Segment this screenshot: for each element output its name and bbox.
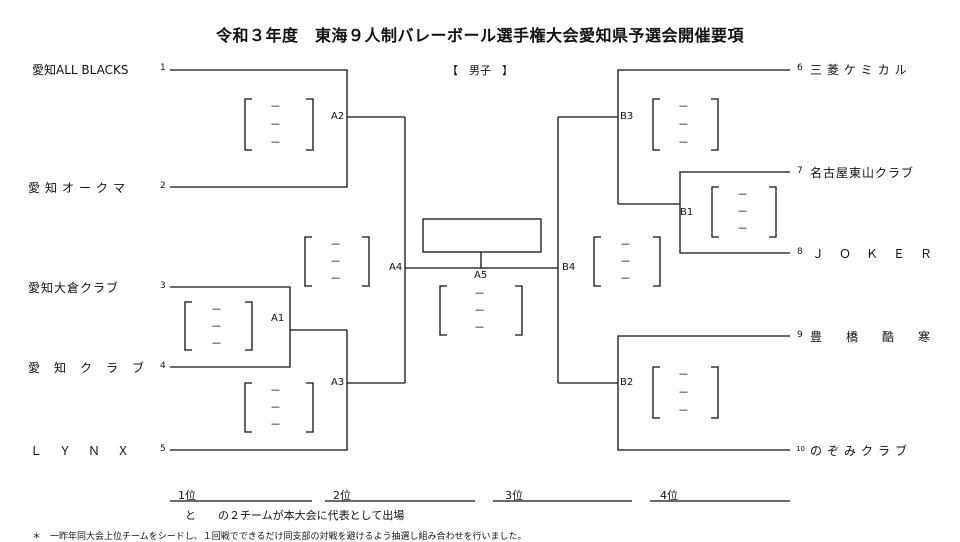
a1-score-dashes: －－－ — [211, 303, 222, 350]
a5-score-dashes: －－－ — [474, 287, 485, 334]
a4-score-box — [304, 236, 370, 287]
a4-score-dashes: －－－ — [330, 238, 341, 285]
team-1-name: 愛知ALL BLACKS — [32, 63, 129, 77]
team-9-name: 豊橋酷寒 — [810, 330, 955, 344]
team-7-name: 名古屋東山クラブ — [810, 166, 915, 180]
team-8-name: ＪＯＫＥＲ — [812, 247, 948, 261]
team-10-seed: 10 — [796, 445, 805, 453]
a5-score-box — [439, 285, 523, 336]
match-label-b2: B2 — [620, 377, 634, 388]
b2-score-dashes: －－－ — [678, 368, 689, 417]
team-5-name: ＬＹＮＸ — [30, 444, 147, 458]
division-label: 【 男子 】 — [447, 64, 513, 77]
match-b1-bracket — [679, 171, 790, 254]
b4-score-dashes: －－－ — [620, 238, 631, 285]
a2-score-box — [244, 98, 314, 151]
page-title: 令和３年度 東海９人制バレーボール選手権大会愛知県予選会開催要項 — [215, 26, 744, 45]
team-7-seed: 7 — [797, 166, 803, 176]
footnote: ＊ 一昨年同大会上位チームをシードし、１回戦でできるだけ同支部の対戦を避けるよう… — [32, 532, 527, 542]
team-4-seed: 4 — [160, 361, 166, 371]
team-6-seed: 6 — [797, 63, 803, 73]
team-2-name: 愛知オークマ — [28, 181, 131, 195]
team-9-seed: 9 — [797, 330, 803, 340]
b1-score-dashes: －－－ — [737, 188, 748, 235]
b1-score-box — [711, 186, 777, 238]
b2-score-box — [652, 366, 719, 419]
team-3-name: 愛知大倉クラブ — [28, 281, 120, 295]
team-10-name: のぞみクラブ — [810, 444, 913, 458]
match-a3-bracket — [170, 330, 348, 451]
match-a2-bracket — [170, 69, 348, 188]
match-label-a5: A5 — [474, 270, 488, 281]
team-6-name: 三菱ケミカル — [810, 63, 912, 77]
team-2-seed: 2 — [160, 181, 166, 191]
b4-score-box — [593, 236, 661, 287]
match-label-a2: A2 — [331, 111, 345, 122]
match-a1-bracket — [170, 286, 291, 368]
team-5-seed: 5 — [160, 444, 166, 454]
b3-score-dashes: －－－ — [678, 100, 689, 149]
a3-score-dashes: －－－ — [270, 384, 281, 431]
match-b2-bracket — [617, 335, 790, 451]
a2-score-dashes: －－－ — [270, 100, 281, 149]
rank-1-label: 1位 — [178, 489, 196, 502]
a3-score-box — [244, 382, 314, 433]
champion-box — [422, 218, 542, 253]
team-8-seed: 8 — [797, 247, 803, 257]
match-label-b1: B1 — [680, 207, 694, 218]
a1-score-box — [184, 301, 253, 351]
b3-score-box — [652, 98, 719, 151]
match-label-a3: A3 — [331, 377, 345, 388]
team-1-seed: 1 — [160, 63, 166, 73]
rank-4-label: 4位 — [660, 489, 678, 502]
match-label-b3: B3 — [620, 111, 634, 122]
team-4-name: 愛知クラブ — [28, 361, 159, 375]
match-b3-bracket — [617, 69, 790, 204]
team-3-seed: 3 — [160, 281, 166, 291]
match-label-a1: A1 — [271, 313, 285, 324]
result-note: と の２チームが本大会に代表として出場 — [185, 509, 405, 522]
match-label-b4: B4 — [562, 262, 576, 273]
match-label-a4: A4 — [389, 262, 403, 273]
rank-2-label: 2位 — [333, 489, 351, 502]
rank-3-label: 3位 — [505, 489, 523, 502]
